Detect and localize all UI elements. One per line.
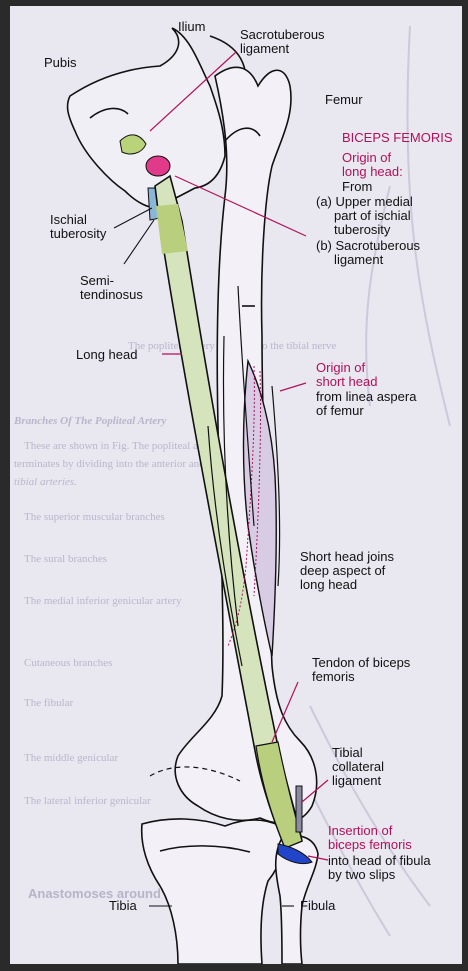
label-tibial-collateral: Tibial collateral ligament (332, 746, 384, 788)
label-insertion-desc: into head of fibula by two slips (328, 854, 431, 882)
label-short-head-source: from linea aspera of femur (316, 390, 416, 418)
label-origin-a: (a) Upper medial part of ischial tuberos… (316, 195, 413, 237)
label-origin-long-head: Origin of long head: (342, 151, 403, 179)
tibia-outline (142, 819, 284, 964)
origin-marker (146, 156, 170, 176)
label-tendon-biceps: Tendon of biceps femoris (312, 656, 410, 684)
label-ilium: Ilium (178, 20, 205, 34)
label-origin-b: (b) Sacrotuberous ligament (316, 239, 420, 267)
proximal-tendon (156, 204, 188, 254)
label-ischial-tuberosity: Ischial tuberosity (50, 213, 106, 241)
textbook-page: The popliteal artery lies deep to the ti… (10, 6, 462, 964)
label-insertion: Insertion of biceps femoris (328, 824, 412, 852)
biceps-femoris-diagram (10, 6, 462, 964)
label-semitendinosus: Semi- tendinosus (80, 274, 143, 302)
label-long-head: Long head (76, 348, 137, 362)
pelvis-outline (68, 28, 247, 207)
label-origin-from: From (342, 180, 372, 194)
label-tibia: Tibia (109, 899, 137, 913)
label-short-head-joins: Short head joins deep aspect of long hea… (300, 550, 394, 592)
label-origin-short-head: Origin of short head (316, 361, 377, 389)
label-pubis: Pubis (44, 56, 77, 70)
label-sacrotuberous-ligament: Sacrotuberous ligament (240, 28, 325, 56)
label-fibula: Fibula (300, 899, 335, 913)
label-biceps-femoris: BICEPS FEMORIS (342, 131, 453, 145)
label-femur: Femur (325, 93, 363, 107)
collateral-ligament-shape (296, 786, 302, 832)
